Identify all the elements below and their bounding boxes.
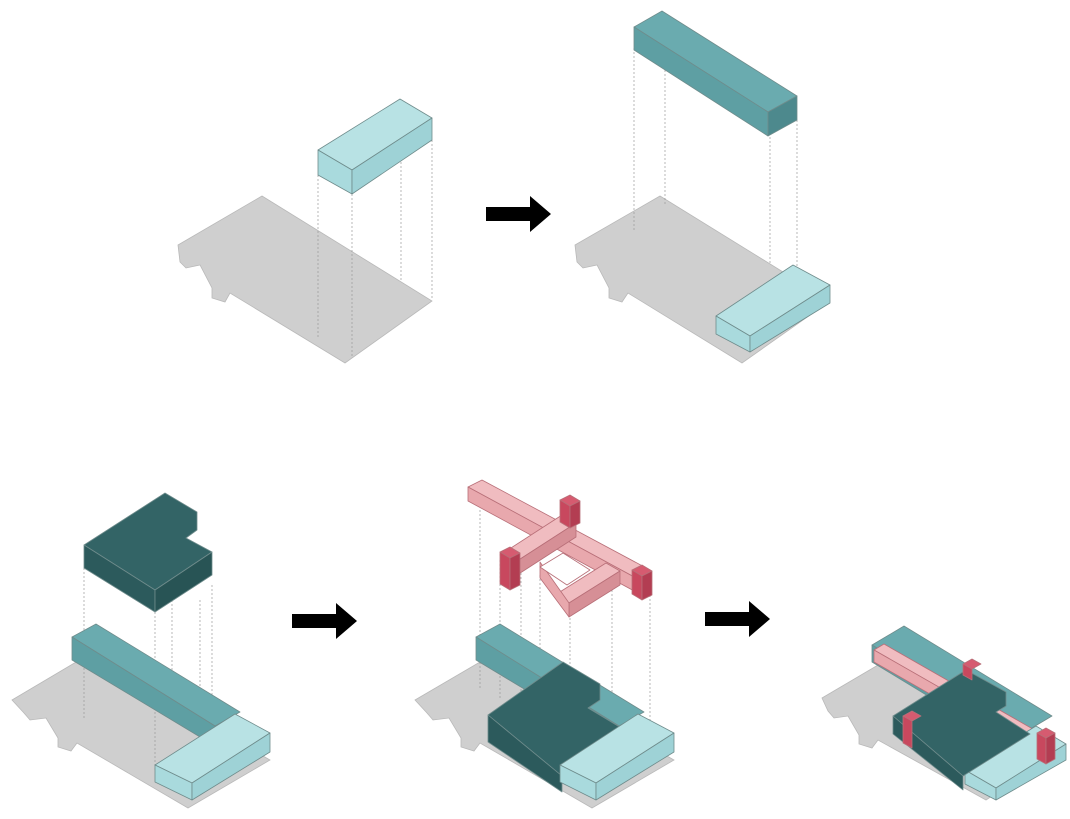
right-arrow-icon <box>705 601 770 637</box>
step-2-diagram <box>574 10 831 364</box>
dark-teal-volume <box>83 492 213 613</box>
assembled-massing <box>871 625 1067 801</box>
step-3-diagram <box>11 492 271 809</box>
site-plate <box>177 195 433 364</box>
red-cores <box>499 494 653 601</box>
light-cyan-bar <box>559 713 675 801</box>
light-cyan-bar <box>317 98 433 195</box>
step-5-diagram <box>821 625 1067 801</box>
projection-guides <box>633 48 798 286</box>
step-1-diagram <box>177 98 433 364</box>
step-4-diagram <box>414 479 675 809</box>
right-arrow-icon <box>486 196 551 232</box>
right-arrow-icon <box>292 603 357 639</box>
light-cyan-bar <box>715 264 831 353</box>
pink-frame <box>467 479 651 618</box>
medium-teal-bar <box>633 10 798 137</box>
light-cyan-bar <box>154 713 271 801</box>
projection-guides <box>317 140 433 358</box>
